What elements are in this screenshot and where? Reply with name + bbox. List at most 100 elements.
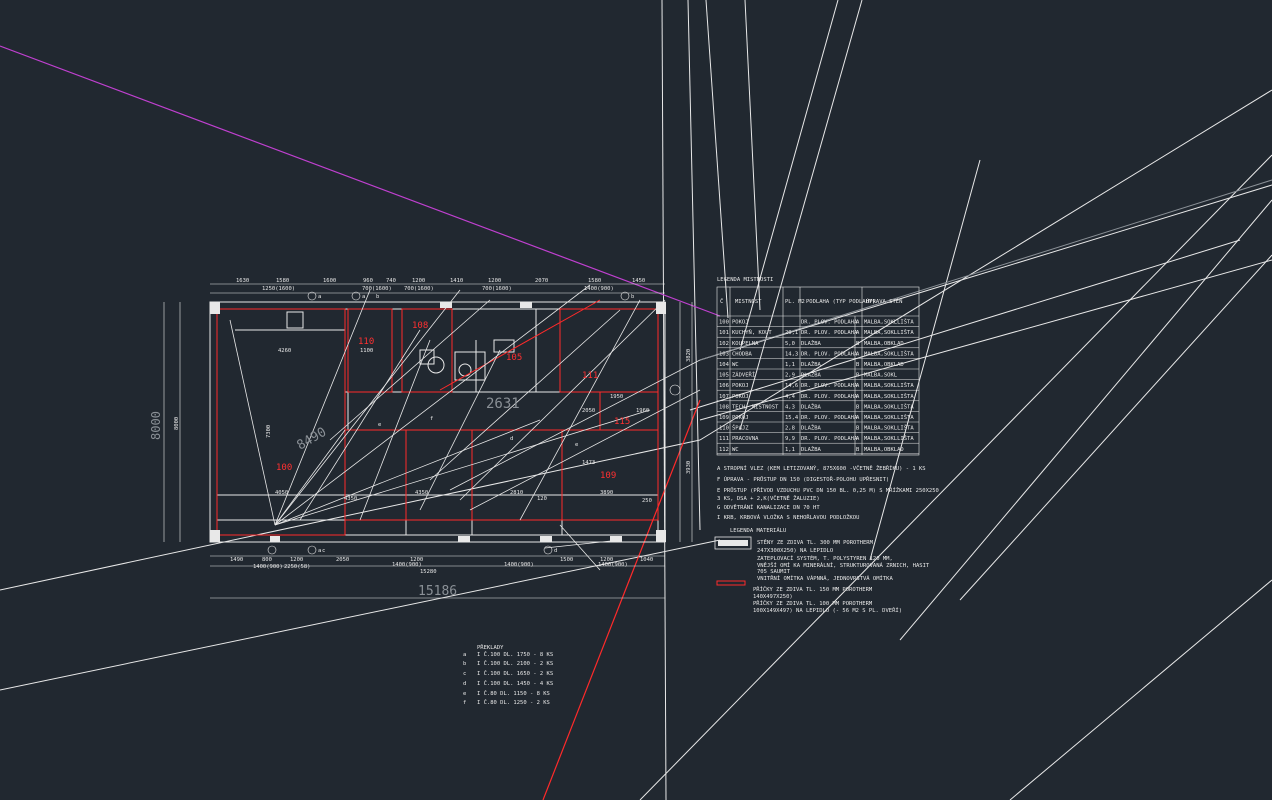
legend-cell: POKOJ <box>732 320 749 326</box>
dim-text: 1200 <box>410 557 423 563</box>
legend-cell: DLAŽBA <box>801 424 822 432</box>
legend-cell: 101 <box>719 330 729 336</box>
legend-header: Č <box>720 298 723 305</box>
dim-text: 1500 <box>560 557 573 563</box>
legend-cell: 20,1 <box>785 330 798 336</box>
door-mark-text: a <box>318 294 321 300</box>
lintel-key: c <box>463 671 466 677</box>
room-numbers: 110 108 111 105 100 109 115 <box>276 321 630 481</box>
legend-cell: WC <box>732 362 739 368</box>
room-number: 111 <box>582 371 598 381</box>
legend-cell: A <box>856 436 860 442</box>
legend-cell: 5,0 <box>785 341 795 347</box>
dim-text: 1630 <box>236 278 249 284</box>
dim-text: 740 <box>386 278 396 284</box>
dim-text: 800 <box>262 557 272 563</box>
door-mark-text: b <box>376 294 379 300</box>
room-legend-title: LEGENDA MISTNOSTI <box>717 277 773 283</box>
dim-text: 1200 <box>290 557 303 563</box>
note-line: 3 KS, DSA + 2,K(VČETNĚ ŽALUZIE) <box>717 494 820 502</box>
lintel-text: I Č.100 DL. 1650 - 2 KS <box>477 670 553 677</box>
legend-cell: 14,3 <box>785 351 798 357</box>
legend-cell: B <box>856 362 860 368</box>
legend-cell: 103 <box>719 351 729 357</box>
legend-cell: 110 <box>719 426 729 432</box>
dim-text: 4350 <box>344 496 357 502</box>
dim-text: 2050 <box>336 557 349 563</box>
dim-text: 700(1600) <box>404 286 434 292</box>
legend-cell: B <box>856 447 860 453</box>
legend-cell: A <box>856 383 860 389</box>
note-line: F ÚPRAVA - PRŮSTUP DN 150 (DIGESTOŘ-POLO… <box>717 475 889 483</box>
dim-text: 1250(1600) <box>262 286 295 292</box>
room-number: 100 <box>276 463 292 473</box>
dim-text: 960 <box>363 278 373 284</box>
legend-cell: POKOJ <box>732 394 749 400</box>
material-legend-item2: PŘÍČKY ZE ZDIVA TL. 150 MM POROTHERM 140… <box>753 585 902 614</box>
legend-cell: DR. PLOV. PODLAHA <box>801 383 858 389</box>
legend-cell: 4,4 <box>785 394 796 400</box>
legend-cell: 9,9 <box>785 436 795 442</box>
overall-height-dim: 8000 <box>149 411 163 440</box>
material-line: 140X497X250) <box>753 594 793 600</box>
legend-cell: WC <box>732 447 739 453</box>
legend-cell: 109 <box>719 415 729 421</box>
top-dimension-text: 1630 1580 1600 960 740 1200 1410 1200 20… <box>236 278 645 292</box>
dim-text: 1450 <box>632 278 645 284</box>
legend-cell: MALBA,OBKLAD <box>864 447 904 453</box>
legend-header: PL. M2 <box>785 299 805 305</box>
legend-cell: MALBA,OBKLAD <box>864 341 904 347</box>
room-legend-header: Č MISTNOST PL. M2 PODLAHA (TYP PODLAHY) … <box>720 297 902 305</box>
lintel-key: a <box>463 652 466 658</box>
magenta-axis-line <box>0 45 721 317</box>
right-dim: 3820 <box>686 349 692 362</box>
legend-cell: MALBA,SOKLLIŠTA <box>864 414 914 421</box>
legend-cell: A <box>856 320 860 326</box>
material-line: VNITŘNÍ OMÍTKA VÁPNNÁ, JEDNOVRSTVÁ OMÍTK… <box>757 574 893 582</box>
lintel-key: f <box>463 700 466 706</box>
room-number: 110 <box>358 337 374 347</box>
legend-cell: 15,4 <box>785 415 799 421</box>
dim-text: 1950 <box>610 394 623 400</box>
right-dim: 3930 <box>686 461 692 474</box>
dim-text: 2050 <box>582 408 595 414</box>
note-line: G ODVĚTRÁNÍ KANALIZACE DN 70 HT <box>717 503 820 511</box>
legend-cell: B <box>856 404 860 410</box>
dim-text: 2250(58) <box>284 564 311 570</box>
legend-cell: MALBA,SOKLLIŠTA <box>864 319 914 326</box>
legend-header: ÚPRAVA STĚN <box>866 297 902 305</box>
legend-cell: MALBA,SOKLLIŠTA <box>864 382 914 389</box>
lintel-key: d <box>463 681 466 687</box>
lintel-text: I Č.80 DL. 1150 - 8 KS <box>477 690 550 697</box>
dim-text: 4350 <box>415 490 428 496</box>
dim-text: 1400(900) <box>392 562 422 568</box>
material-legend-title: LEGENDA MATERIÁLU <box>730 527 786 534</box>
lintel-text: I Č.80 DL. 1250 - 2 KS <box>477 699 550 706</box>
material-line: 705 SAUMIT <box>757 569 791 575</box>
legend-cell: MALBA,SOKLLIŠTA <box>864 350 914 357</box>
room-legend-table[interactable] <box>716 286 920 456</box>
dim-text: 1400(900) <box>584 286 614 292</box>
wall-hatch <box>210 302 666 542</box>
note-line: E PRŮSTUP (PŘÍVOD VZDUCHU PVC DN 150 BL.… <box>717 486 939 494</box>
note-line: A STROPNÍ VLEZ (KEM LETIZOVANÝ, 875X600 … <box>717 464 926 472</box>
legend-cell: POKOJ <box>732 415 749 421</box>
lintel-key: b <box>463 661 466 667</box>
dim-text: 700(1600) <box>362 286 392 292</box>
legend-cell: DLAŽBA <box>801 339 822 347</box>
legend-cell: MALBA,SOKLLIŠTA <box>864 329 914 336</box>
dim-text: 2070 <box>535 278 548 284</box>
legend-cell: 2,9 <box>785 373 795 379</box>
material-line: STĚNY ZE ZDIVA TL. 300 MM POROTHERM <box>757 538 874 546</box>
material-legend-item1: STĚNY ZE ZDIVA TL. 300 MM POROTHERM 247X… <box>757 538 930 582</box>
inner-dimension-text: 4260 4050 4350 2810 3890 7300 1100 2050 … <box>266 348 652 504</box>
dimension-lines <box>163 283 693 599</box>
legend-cell: 2,8 <box>785 426 795 432</box>
legend-cell: 1,1 <box>785 447 795 453</box>
floor-plan[interactable] <box>209 301 666 543</box>
legend-cell: KOUPELNA <box>732 341 759 347</box>
grey-construction-line <box>699 179 1272 361</box>
legend-header: PODLAHA (TYP PODLAHY) <box>806 299 876 305</box>
legend-cell: 112 <box>719 447 729 453</box>
